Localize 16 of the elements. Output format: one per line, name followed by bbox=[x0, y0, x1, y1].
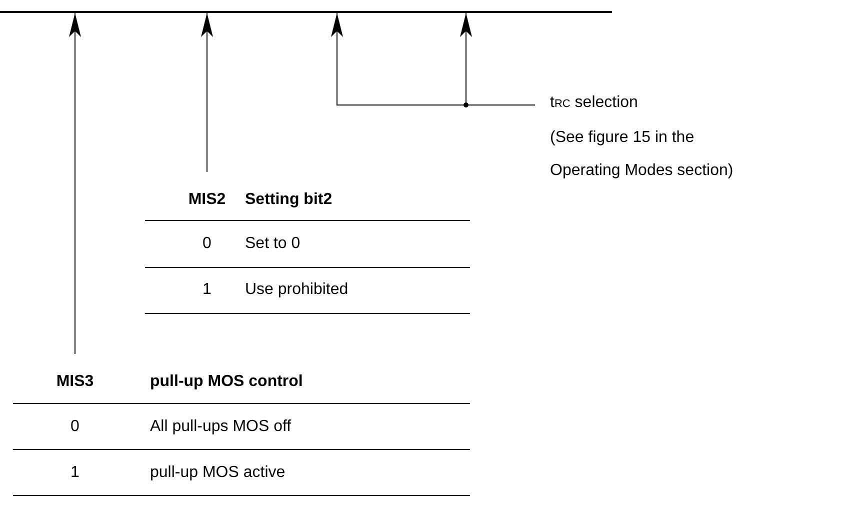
column-header: pull-up MOS control bbox=[150, 372, 303, 392]
note-text: (See figure 15 in the Operating Modes section) bbox=[550, 128, 734, 181]
arrow bbox=[201, 12, 213, 172]
column-header: Setting bit2 bbox=[245, 190, 332, 210]
bit-value: 0 bbox=[202, 234, 212, 254]
bit-value: 1 bbox=[202, 280, 212, 300]
header-cell: MIS3 bbox=[50, 372, 100, 392]
setting-text: Use prohibited bbox=[245, 280, 348, 300]
register-edge-line bbox=[0, 11, 612, 13]
setting-text: Set to 0 bbox=[245, 234, 300, 254]
arrow bbox=[69, 12, 81, 354]
setting-text: All pull-ups MOS off bbox=[150, 417, 292, 437]
setting-text: pull-up MOS active bbox=[150, 463, 286, 483]
bit-value: 0 bbox=[70, 417, 80, 437]
header-cell: MIS2 bbox=[182, 190, 232, 210]
bit-value: 1 bbox=[70, 463, 80, 483]
